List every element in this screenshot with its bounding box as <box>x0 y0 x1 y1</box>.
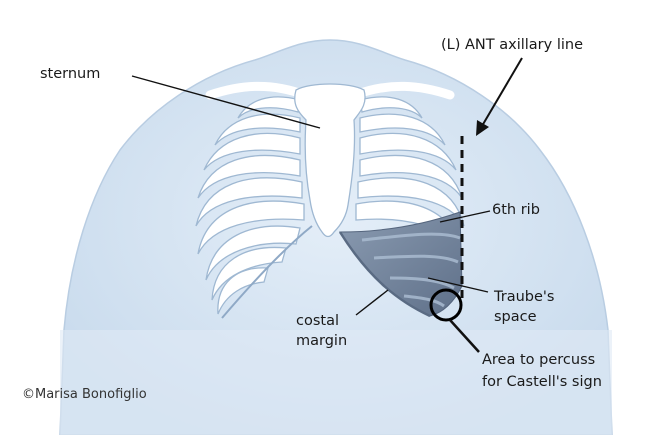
rib-left-5 <box>195 177 303 227</box>
axillary-arrow-line <box>481 57 523 127</box>
percuss-leader-line <box>449 319 480 353</box>
abdomen-fade <box>60 330 612 435</box>
label-sixth-rib: 6th rib <box>492 202 540 218</box>
label-traubes-line2: space <box>494 309 537 325</box>
axillary-arrow-head <box>476 120 489 136</box>
costal-margin-right <box>338 231 431 318</box>
left-clavicle <box>205 81 310 100</box>
lower-ribs-right <box>361 232 461 308</box>
label-costal-line2: margin <box>296 333 347 349</box>
label-sternum: sternum <box>40 66 100 82</box>
label-percuss-line2: for Castell's sign <box>482 374 602 390</box>
sternum-leader-line <box>131 75 321 129</box>
rib-left-6 <box>197 200 305 255</box>
rib-left-2 <box>214 113 301 146</box>
rib-right-10 <box>403 294 445 308</box>
rib-right-2 <box>359 113 446 146</box>
sternum-bone <box>294 83 366 238</box>
rib-right-8 <box>373 254 459 264</box>
rib-right-5 <box>357 177 465 227</box>
rib-left-1 <box>237 96 301 119</box>
costal-margin-left <box>221 225 313 319</box>
rib-left-8 <box>211 246 287 301</box>
rib-left-7 <box>205 225 301 281</box>
label-percuss-line1: Area to percuss <box>482 352 595 368</box>
rib-right-7 <box>361 232 461 242</box>
label-costal-line1: costal <box>296 313 339 329</box>
label-ant-axillary-line: (L) ANT axillary line <box>441 37 583 53</box>
copyright-credit: ©Marisa Bonofiglio <box>22 387 147 402</box>
rib-left-3 <box>203 132 301 171</box>
rib-left-4 <box>197 154 301 199</box>
rib-right-1 <box>359 96 423 119</box>
rib-cage <box>195 96 465 315</box>
castell-percussion-circle <box>429 288 463 322</box>
label-traubes-line1: Traube's <box>493 289 554 305</box>
sixth-rib-leader-line <box>439 210 491 223</box>
rib-right-9 <box>389 276 455 290</box>
right-clavicle <box>350 81 455 100</box>
traubes-leader-line <box>427 277 489 293</box>
rib-right-3 <box>359 132 457 171</box>
costal-leader-line <box>355 289 389 316</box>
